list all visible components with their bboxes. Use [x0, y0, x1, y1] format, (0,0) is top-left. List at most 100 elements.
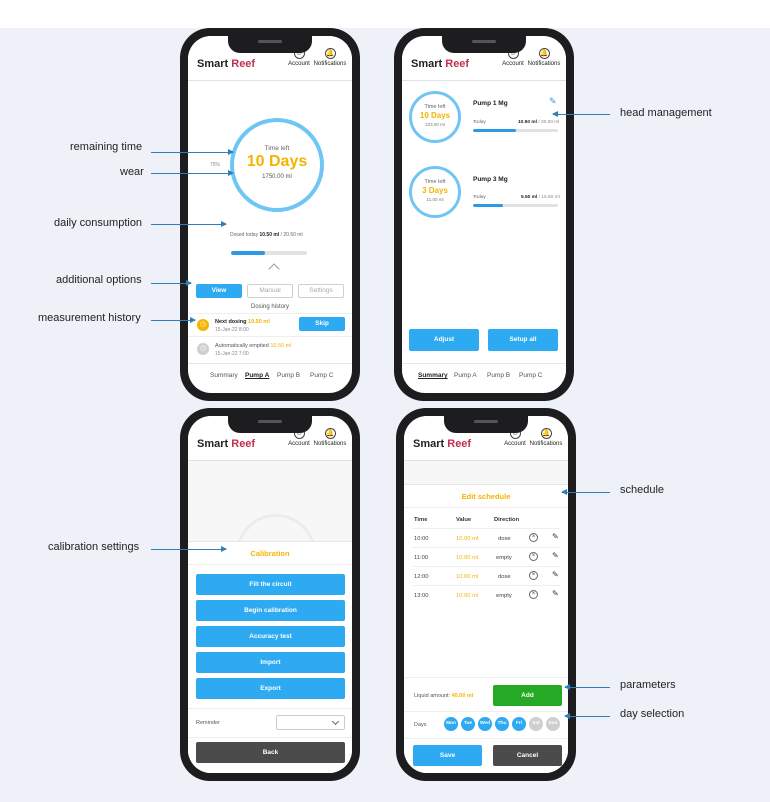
day-chip-mon[interactable]: Mon — [444, 717, 458, 731]
annotation-daily-consumption: daily consumption — [54, 217, 143, 229]
notifications-button[interactable]: 🔔Notifications — [529, 428, 563, 447]
clock-icon: ◷ — [197, 343, 209, 355]
time-left-value: 10 Days — [246, 153, 308, 170]
notifications-button[interactable]: 🔔Notifications — [313, 428, 347, 447]
annotation-line — [564, 713, 610, 719]
pump-3-days: 3 Days — [422, 186, 448, 195]
pencil-icon[interactable]: ✎ — [552, 532, 559, 541]
app-header: Smart Reef ☺Account 🔔Notifications — [188, 416, 352, 461]
save-button[interactable]: Save — [413, 745, 482, 766]
annotation-line — [552, 111, 610, 117]
tab-pump-b[interactable]: Pump B — [277, 372, 301, 379]
table-row: 10:00 10.00 ml dose × ✎ — [412, 530, 560, 548]
pencil-icon[interactable]: ✎ — [552, 551, 559, 560]
table-row: 13:00 10.00 ml empty × ✎ — [414, 589, 559, 599]
annotation-line — [151, 280, 192, 286]
chevron-down-icon — [331, 717, 340, 726]
annotation-measurement-history: measurement history — [38, 312, 141, 324]
phone-notch — [442, 35, 526, 53]
remove-icon[interactable]: × — [529, 590, 538, 599]
annotation-line — [561, 489, 610, 495]
schedule-header-row: Time Value Direction — [412, 511, 560, 529]
phone-notch — [228, 415, 312, 433]
col-time: Time — [414, 517, 428, 523]
pencil-icon[interactable]: ✎ — [552, 589, 559, 598]
annotation-head-management: head management — [620, 107, 712, 119]
settings-button[interactable]: Settings — [298, 284, 344, 298]
remove-icon[interactable]: × — [529, 552, 538, 561]
tab-summary[interactable]: Summary — [418, 372, 448, 379]
phone-notch — [228, 35, 312, 53]
pump-1-days: 10 Days — [419, 111, 451, 120]
auto-date: 15-Jan-22 7:00 — [215, 351, 249, 357]
phone-pump-a: Smart Reef ☺Account 🔔Notifications Time … — [180, 28, 360, 401]
skip-button[interactable]: Skip — [299, 317, 345, 331]
begin-calibration-button[interactable]: Begin calibration — [196, 600, 345, 621]
daily-consumption-bar — [231, 251, 307, 255]
annotation-schedule: schedule — [620, 484, 665, 496]
day-chip-sat[interactable]: Sat — [529, 717, 543, 731]
annotation-day-selection: day selection — [620, 708, 685, 720]
canvas-background — [0, 28, 770, 802]
accuracy-test-button[interactable]: Accuracy test — [196, 626, 345, 647]
clock-icon: ◷ — [197, 319, 209, 331]
export-button[interactable]: Export — [196, 678, 345, 699]
tab-summary[interactable]: Summary — [210, 372, 238, 379]
annotation-additional-options: additional options — [56, 274, 142, 286]
bell-icon: 🔔 — [324, 48, 336, 59]
time-left-ring: Time left 10 Days 1750.00 ml — [230, 118, 324, 212]
add-button[interactable]: Add — [493, 685, 562, 706]
tab-pump-a[interactable]: Pump A — [245, 372, 270, 379]
calibration-title: Calibration — [250, 549, 290, 558]
days-label: Days — [414, 722, 427, 728]
remove-icon[interactable]: × — [529, 533, 538, 542]
manual-button[interactable]: Manual — [247, 284, 293, 298]
annotation-parameters: parameters — [620, 679, 676, 691]
pencil-icon[interactable]: ✎ — [552, 570, 559, 579]
back-button[interactable]: Back — [196, 742, 345, 763]
pump-3-name: Pump 3 Mg — [473, 176, 508, 183]
annotation-line — [564, 684, 610, 690]
day-chip-tue[interactable]: Tue — [461, 717, 475, 731]
pump-tabs: Summary Pump A Pump B Pump C — [188, 363, 352, 385]
time-left-label: Time left — [264, 145, 290, 152]
chevron-up-icon[interactable] — [268, 263, 280, 275]
annotation-calibration-settings: calibration settings — [48, 541, 140, 553]
schedule-screen: Smart Reef ☺Account 🔔Notifications Edit … — [404, 416, 568, 773]
day-chip-thu[interactable]: Thu — [495, 717, 509, 731]
day-chip-fri[interactable]: Fri — [512, 717, 526, 731]
notifications-button[interactable]: 🔔Notifications — [527, 48, 561, 67]
ring-percent: 75% — [210, 162, 221, 168]
app-logo: Smart Reef — [411, 58, 470, 70]
pencil-icon[interactable]: ✎ — [549, 96, 557, 106]
calibration-panel: Calibration Fill the circuit Begin calib… — [188, 541, 352, 773]
app-logo: Smart Reef — [197, 438, 256, 450]
annotation-line — [151, 170, 234, 176]
notifications-button[interactable]: 🔔Notifications — [313, 48, 347, 67]
liquid-amount: Liquid amount: 40.00 ml — [414, 693, 474, 699]
tab-pump-a[interactable]: Pump A — [454, 372, 477, 379]
dosed-today: Dosed today 10.50 ml / 20.50 ml — [230, 232, 303, 238]
tab-pump-b[interactable]: Pump B — [487, 372, 511, 379]
day-chip-sun[interactable]: Sun — [546, 717, 560, 731]
phone-notch — [444, 415, 528, 433]
phone-summary: Smart Reef ☺Account 🔔Notifications Time … — [394, 28, 574, 401]
cancel-button[interactable]: Cancel — [493, 745, 562, 766]
reminder-label: Reminder — [196, 720, 220, 726]
import-button[interactable]: Import — [196, 652, 345, 673]
fill-circuit-button[interactable]: Fill the circuit — [196, 574, 345, 595]
reminder-select[interactable] — [276, 715, 345, 730]
table-row: 12:00 10.00 ml dose × ✎ — [412, 568, 560, 586]
view-button[interactable]: View — [196, 284, 242, 298]
tab-pump-c[interactable]: Pump C — [519, 372, 543, 379]
dosing-history-title: Dosing history — [250, 304, 289, 310]
next-dosing-date: 15-Jan-22 8:00 — [215, 327, 249, 333]
pump-3-today-bar — [473, 204, 558, 207]
setup-all-button[interactable]: Setup all — [488, 329, 558, 351]
remove-icon[interactable]: × — [529, 571, 538, 580]
adjust-button[interactable]: Adjust — [409, 329, 479, 351]
phone-schedule: Smart Reef ☺Account 🔔Notifications Edit … — [396, 408, 576, 781]
day-chip-wed[interactable]: Wed — [478, 717, 492, 731]
tab-pump-c[interactable]: Pump C — [310, 372, 334, 379]
schedule-title: Edit schedule — [461, 492, 511, 501]
